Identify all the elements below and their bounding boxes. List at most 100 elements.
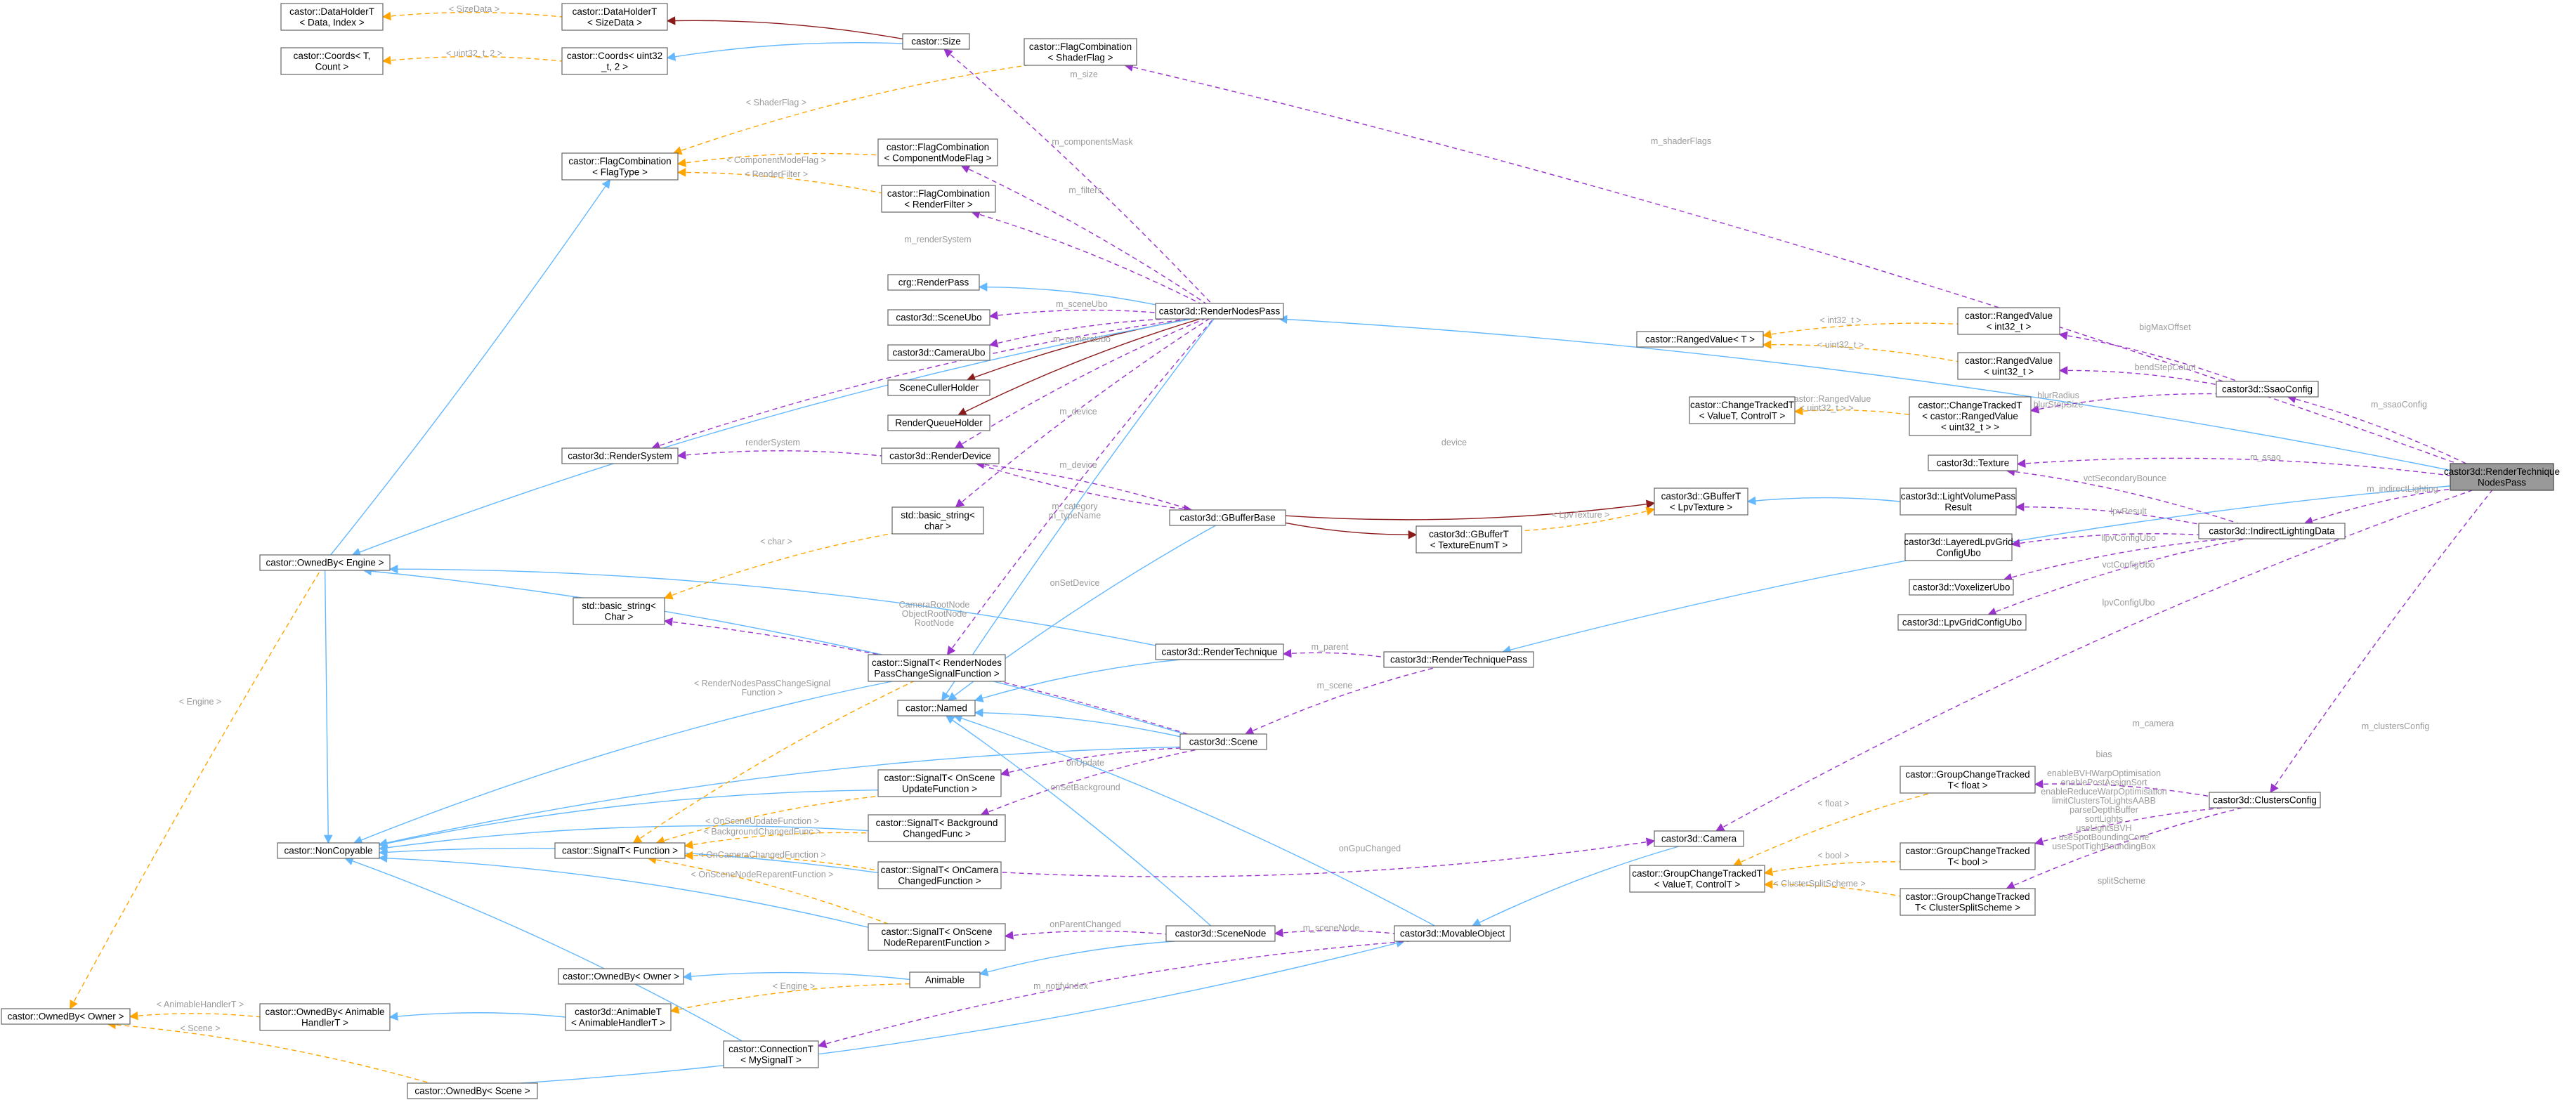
class-node-coords_t[interactable]: castor::Coords< T,Count > — [280, 47, 384, 75]
class-node-rt[interactable]: castor3d::RenderTechnique — [1155, 643, 1284, 660]
class-node-rtp[interactable]: castor3d::RenderTechniquePass — [1383, 651, 1534, 668]
class-node-rdev[interactable]: castor3d::RenderDevice — [881, 447, 1000, 464]
class-node-label: castor::RangedValue — [1965, 310, 2053, 321]
class-node-ild[interactable]: castor3d::IndirectLightingData — [2198, 523, 2346, 539]
class-node-box — [877, 769, 1002, 797]
class-node-sig_rnp[interactable]: castor::SignalT< RenderNodesPassChangeSi… — [868, 654, 1006, 682]
class-node-label: Count > — [315, 61, 349, 72]
class-node-texture[interactable]: castor3d::Texture — [1928, 454, 2018, 471]
class-node-sig_cam[interactable]: castor::SignalT< OnCameraChangedFunction… — [877, 861, 1002, 889]
class-node-dh_size[interactable]: castor::DataHolderT< SizeData > — [561, 3, 668, 31]
class-node-label: castor3d::RenderSystem — [568, 451, 672, 461]
class-node-ownedscene[interactable]: castor::OwnedBy< Scene > — [407, 1082, 538, 1099]
class-node-label: castor::OwnedBy< Scene > — [414, 1086, 530, 1096]
class-node-lpvubo[interactable]: castor3d::LpvGridConfigUbo — [1897, 614, 2027, 631]
class-node-sceneubo[interactable]: castor3d::SceneUbo — [887, 309, 990, 326]
class-node-label: RenderQueueHolder — [895, 418, 983, 428]
class-node-fc_comp[interactable]: castor::FlagCombination< ComponentModeFl… — [877, 138, 998, 166]
class-node-label: castor3d::MovableObject — [1400, 929, 1505, 939]
class-node-bstr_char[interactable]: std::basic_string<char > — [891, 506, 984, 535]
class-node-named[interactable]: castor::Named — [897, 700, 976, 716]
class-node-scenenode[interactable]: castor3d::SceneNode — [1165, 925, 1276, 942]
class-node-scene[interactable]: castor3d::Scene — [1179, 733, 1267, 750]
class-node-animt[interactable]: castor3d::AnimableT< AnimableHandlerT > — [565, 1003, 672, 1031]
class-node-gbbase[interactable]: castor3d::GBufferBase — [1169, 509, 1286, 526]
edge-noncopy-ownedeng — [323, 570, 333, 844]
class-node-camubo[interactable]: castor3d::CameraUbo — [887, 344, 990, 361]
edge-sig_rnp-rnp — [946, 318, 1214, 656]
class-node-movobj[interactable]: castor3d::MovableObject — [1394, 925, 1511, 942]
class-node-ct_rv[interactable]: castor::ChangeTrackedT< castor::RangedVa… — [1909, 396, 2032, 436]
class-node-voxubo[interactable]: castor3d::VoxelizerUbo — [1909, 579, 2014, 596]
class-node-ct[interactable]: castor::ChangeTrackedT< ValueT, ControlT… — [1689, 396, 1796, 424]
class-node-rv[interactable]: castor::RangedValue< T > — [1636, 331, 1764, 348]
class-node-sig_upd[interactable]: castor::SignalT< OnSceneUpdateFunction > — [877, 769, 1002, 797]
class-node-fc_shader[interactable]: castor::FlagCombination< ShaderFlag > — [1024, 38, 1137, 66]
class-node-sig_rep[interactable]: castor::SignalT< OnSceneNodeReparentFunc… — [868, 923, 1006, 951]
class-node-label: castor3d::SceneNode — [1175, 929, 1267, 939]
class-node-clusters[interactable]: castor3d::ClustersConfig — [2209, 792, 2321, 808]
class-node-coords[interactable]: castor::Coords< uint32_t, 2 > — [561, 47, 668, 75]
class-node-rnp[interactable]: castor3d::RenderNodesPass — [1155, 303, 1284, 320]
class-node-rv_u[interactable]: castor::RangedValue< uint32_t > — [1957, 352, 2060, 380]
class-node-ownedowner[interactable]: castor::OwnedBy< Owner > — [558, 968, 684, 985]
class-node-bstr[interactable]: std::basic_string<Char > — [573, 597, 665, 625]
class-node-conn[interactable]: castor::ConnectionT< MySignalT > — [723, 1040, 819, 1068]
class-node-label: < ValueT, ControlT > — [1654, 879, 1741, 889]
class-node-label: castor3d::RenderDevice — [889, 451, 991, 461]
class-node-ownedanim[interactable]: castor::OwnedBy< AnimableHandlerT > — [259, 1003, 391, 1031]
edge-label-m_ssao: m_ssao — [2250, 452, 2281, 462]
edge-signalt-sig_rep — [647, 855, 889, 924]
class-node-gct[interactable]: castor::GroupChangeTrackedT< ValueT, Con… — [1629, 865, 1765, 893]
class-node-box — [1900, 487, 2017, 516]
class-node-sig_bg[interactable]: castor::SignalT< BackgroundChangedFunc > — [868, 814, 1006, 842]
class-node-fc_type[interactable]: castor::FlagCombination< FlagType > — [561, 152, 679, 181]
class-node-dh[interactable]: castor::DataHolderT< Data, Index > — [280, 3, 384, 31]
class-node-box — [1957, 352, 2060, 380]
class-node-ssao[interactable]: castor3d::SsaoConfig — [2216, 381, 2319, 398]
class-node-gbt_lpv[interactable]: castor3d::GBufferT< LpvTexture > — [1654, 487, 1748, 516]
class-node-size[interactable]: castor::Size — [902, 33, 970, 50]
class-node-label: NodeReparentFunction > — [884, 937, 990, 948]
edge-fc_type-fc_comp — [676, 152, 879, 167]
class-node-gct_f[interactable]: castor::GroupChangeTrackedT< float > — [1900, 766, 2036, 794]
edge-noncopy-conn — [344, 856, 743, 1042]
class-node-ownedeng[interactable]: castor::OwnedBy< Engine > — [259, 554, 391, 571]
class-node-rv_i[interactable]: castor::RangedValue< int32_t > — [1957, 307, 2060, 335]
class-node-gct_b[interactable]: castor::GroupChangeTrackedT< bool > — [1900, 842, 2036, 870]
edge-rqh-rnp — [957, 318, 1201, 416]
class-node-animable[interactable]: Animable — [909, 971, 981, 988]
class-node-label: std::basic_string< — [901, 510, 975, 520]
edge-crgrp-rnp — [978, 282, 1156, 306]
class-node-camera[interactable]: castor3d::Camera — [1654, 830, 1744, 847]
class-node-rqh[interactable]: RenderQueueHolder — [887, 414, 990, 431]
class-node-box — [259, 554, 391, 571]
edge-named-scene — [974, 708, 1181, 738]
edge-dh_size-size — [666, 16, 903, 40]
class-node-ownedowner2[interactable]: castor::OwnedBy< Owner > — [1, 1008, 131, 1025]
edge-label-lpvConfigUbo: lpvConfigUbo — [2102, 598, 2155, 608]
class-node-signalt[interactable]: castor::SignalT< Function > — [554, 842, 686, 859]
edge-rv-rv_u — [1762, 340, 1959, 362]
edge-texture-ild — [2006, 467, 2238, 524]
class-node-crgrp[interactable]: crg::RenderPass — [887, 274, 980, 291]
edge-label-m_oncamchanged: < OnCameraChangedFunction > — [698, 850, 825, 860]
edge-rt-rtp — [1282, 648, 1385, 658]
class-node-label: castor::DataHolderT — [289, 6, 374, 17]
class-node-gbt_tex[interactable]: castor3d::GBufferT< TextureEnumT > — [1416, 525, 1522, 554]
class-node-label: < FlagType > — [592, 166, 648, 177]
edge-fc_type-fc_filter — [676, 168, 882, 194]
class-node-fc_filter[interactable]: castor::FlagCombination< RenderFilter > — [881, 185, 996, 213]
class-node-gct_c[interactable]: castor::GroupChangeTrackedT< ClusterSpli… — [1900, 888, 2036, 916]
edge-label-m_renderSystem: m_renderSystem — [904, 235, 971, 244]
class-node-noncopy[interactable]: castor::NonCopyable — [277, 842, 380, 859]
edge-label-device: device — [1441, 438, 1467, 447]
class-node-label: castor3d::RenderTechnique — [2444, 466, 2560, 477]
class-node-rsys[interactable]: castor3d::RenderSystem — [561, 447, 679, 464]
class-node-label: castor::Size — [911, 37, 961, 47]
edge-noncopy-sig_rep — [378, 853, 869, 928]
class-node-scuh[interactable]: SceneCullerHolder — [887, 379, 990, 396]
